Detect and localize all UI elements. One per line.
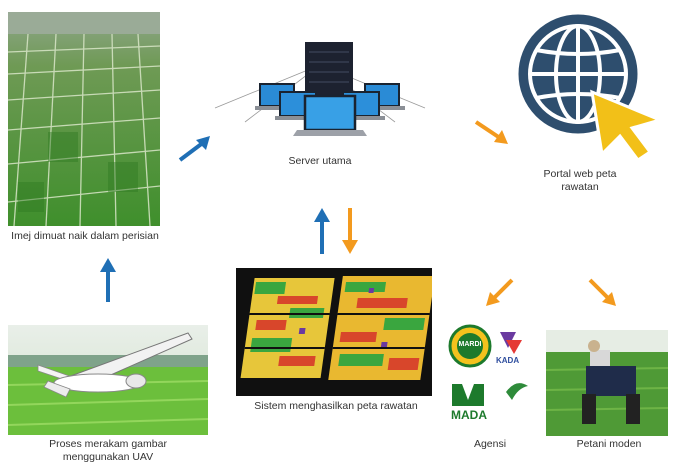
uav-label: Proses merakam gambar menggunakan UAV [0,438,216,464]
uav-label-line1: Proses merakam gambar [49,438,167,450]
arrow-portal-to-agency [486,278,514,306]
agency-logos: MARDI KADA MADA [448,322,538,432]
treatment-map-image [236,268,432,396]
server-cluster-icon [205,40,435,142]
upload-label: Imej dimuat naik dalam perisian [11,230,159,242]
portal-label: Portal web peta rawatan [520,168,640,194]
arrow-system-to-server [314,208,330,254]
mardi-logo-text: MARDI [458,341,482,348]
arrow-server-to-system [342,208,358,254]
arrow-uav-to-field [100,258,116,302]
portal-label-line1: Portal web peta [543,168,617,180]
rice-field-aerial-image [8,12,160,226]
agency-label: Agensi [473,438,507,450]
farmer-tractor-image [546,330,668,436]
server-label: Server utama [288,155,352,167]
arrow-field-to-server [178,136,210,162]
uav-drone-image [8,325,208,435]
system-label: Sistem menghasilkan peta rawatan [254,400,418,412]
farmer-label: Petani moden [576,438,642,450]
arrow-server-to-portal [474,120,508,144]
portal-label-line2: rawatan [561,181,599,193]
kada-logo-text: KADA [496,356,520,365]
uav-label-line2: menggunakan UAV [62,451,154,463]
arrow-portal-to-farmer [588,278,616,306]
globe-cursor-icon [510,12,670,162]
mada-logo-text: MADA [451,408,487,422]
